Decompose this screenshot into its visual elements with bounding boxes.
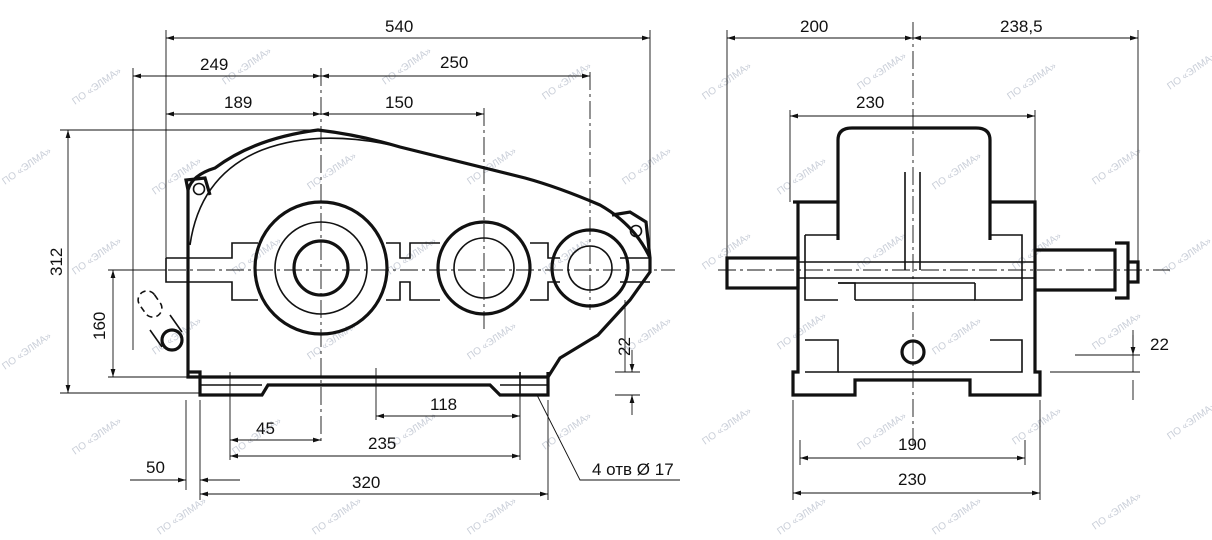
- label-50: 50: [146, 458, 165, 477]
- label-22-side: 22: [1150, 335, 1169, 354]
- watermark: ПО «ЭЛМА»: [855, 50, 909, 92]
- watermark: ПО «ЭЛМА»: [380, 45, 434, 87]
- label-118: 118: [430, 395, 457, 414]
- right-lug: [611, 210, 652, 259]
- right-shaft: [1035, 241, 1140, 300]
- label-45: 45: [256, 419, 275, 438]
- watermark: ПО «ЭЛМА»: [155, 495, 209, 537]
- side-housing-top: [836, 126, 992, 240]
- watermark: ПО «ЭЛМА»: [465, 320, 519, 362]
- left-lug-hole: [192, 182, 206, 196]
- side-inner-right: [974, 234, 1023, 373]
- watermark: ПО «ЭЛМА»: [930, 150, 984, 192]
- watermark: ПО «ЭЛМА»: [1165, 50, 1212, 92]
- watermark: ПО «ЭЛМА»: [930, 495, 984, 537]
- side-inner-left: [804, 234, 856, 373]
- watermark: ПО «ЭЛМА»: [0, 145, 54, 187]
- side-extension-lines: [726, 30, 1140, 500]
- watermark: ПО «ЭЛМА»: [0, 330, 54, 372]
- label-160: 160: [90, 312, 109, 340]
- drain-plug-key: [137, 290, 163, 318]
- base-foot-pad: [200, 372, 548, 395]
- base-plate: [188, 370, 550, 397]
- hole-callout-leader: [536, 394, 680, 481]
- label-150: 150: [385, 93, 413, 112]
- watermark: ПО «ЭЛМА»: [1005, 60, 1059, 102]
- cover-contour: [189, 137, 401, 246]
- drain-plug-neck: [149, 314, 183, 348]
- label-540: 540: [385, 17, 413, 36]
- watermark: ПО «ЭЛМА»: [1090, 490, 1144, 532]
- label-190: 190: [898, 435, 926, 454]
- watermark: ПО «ЭЛМА»: [775, 155, 829, 197]
- watermark: ПО «ЭЛМА»: [465, 495, 519, 537]
- watermark: ПО «ЭЛМА»: [855, 230, 909, 272]
- label-238-5: 238,5: [1000, 17, 1043, 36]
- watermark: ПО «ЭЛМА»: [1160, 235, 1212, 277]
- watermark: ПО «ЭЛМА»: [775, 495, 829, 537]
- watermark: ПО «ЭЛМА»: [540, 60, 594, 102]
- watermark: ПО «ЭЛМА»: [305, 150, 359, 192]
- watermark: ПО «ЭЛМА»: [1090, 310, 1144, 352]
- side-center-slot: [904, 172, 921, 270]
- watermark: ПО «ЭЛМА»: [310, 495, 364, 537]
- watermark: ПО «ЭЛМА»: [70, 235, 124, 277]
- watermark: ПО «ЭЛМА»: [70, 415, 124, 457]
- side-inner-shelf: [838, 282, 990, 373]
- watermark: ПО «ЭЛМА»: [930, 315, 984, 357]
- right-lug-hole: [629, 224, 643, 238]
- label-22-front: 22: [615, 337, 634, 356]
- left-shaft: [725, 256, 800, 290]
- watermark: ПО «ЭЛМА»: [1010, 405, 1064, 447]
- label-230-base: 230: [898, 470, 926, 489]
- watermark: ПО «ЭЛМА»: [1090, 145, 1144, 187]
- drain-plug: [160, 328, 184, 352]
- through-shaft: [798, 261, 1035, 279]
- side-housing-body: [791, 200, 1042, 397]
- housing-outline: [186, 128, 652, 379]
- label-320: 320: [352, 473, 380, 492]
- label-235: 235: [368, 434, 396, 453]
- label-hole-callout: 4 отв Ø 17: [592, 460, 674, 479]
- extension-lines: [60, 30, 651, 500]
- watermark: ПО «ЭЛМА»: [220, 45, 274, 87]
- front-view: 540 249 250 189 150 312 160 22 118 45 23…: [47, 17, 680, 500]
- label-250: 250: [440, 53, 468, 72]
- label-200: 200: [800, 17, 828, 36]
- watermark: ПО «ЭЛМА»: [70, 65, 124, 107]
- split-flange: [165, 242, 650, 301]
- watermark: ПО «ЭЛМА»: [385, 235, 439, 277]
- label-312: 312: [47, 248, 66, 276]
- label-230-top: 230: [856, 93, 884, 112]
- label-189: 189: [224, 93, 252, 112]
- watermark: ПО «ЭЛМА»: [700, 405, 754, 447]
- watermark: ПО «ЭЛМА»: [620, 145, 674, 187]
- left-lug: [184, 176, 212, 196]
- side-view: 200 238,5 230 190 230 22: [718, 17, 1170, 500]
- watermark: ПО «ЭЛМА»: [1165, 400, 1212, 442]
- label-249: 249: [200, 55, 228, 74]
- watermark: ПО «ЭЛМА»: [775, 310, 829, 352]
- watermark: ПО «ЭЛМА»: [150, 315, 204, 357]
